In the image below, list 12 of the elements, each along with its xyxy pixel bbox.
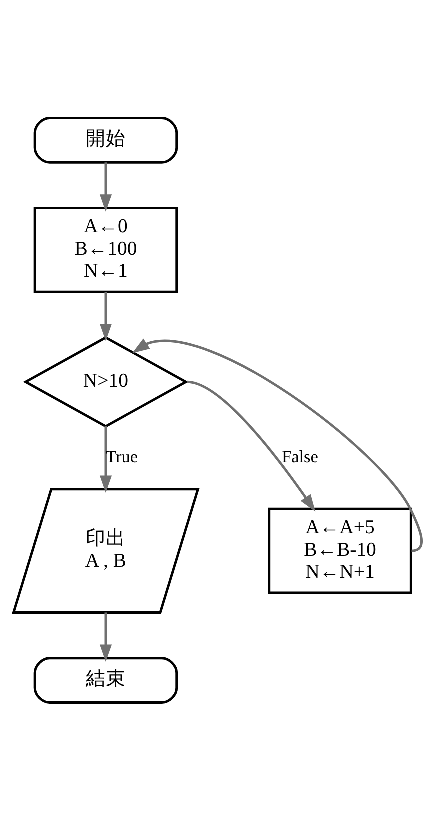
arrow — [186, 380, 316, 512]
edge-label: False — [281, 448, 318, 467]
arrow — [99, 426, 112, 494]
node-diamond: N>10 — [22, 336, 188, 428]
arrow — [132, 338, 422, 552]
node-box: A←A+5 B←B-10 N←N+1 — [268, 508, 412, 594]
node-box: 開始 — [33, 117, 178, 164]
arrow — [99, 292, 112, 342]
arrow — [99, 162, 112, 212]
arrow — [99, 612, 112, 662]
node-box: 結束 — [33, 657, 178, 704]
node-box: A←0 B←100 N←1 — [33, 207, 178, 294]
